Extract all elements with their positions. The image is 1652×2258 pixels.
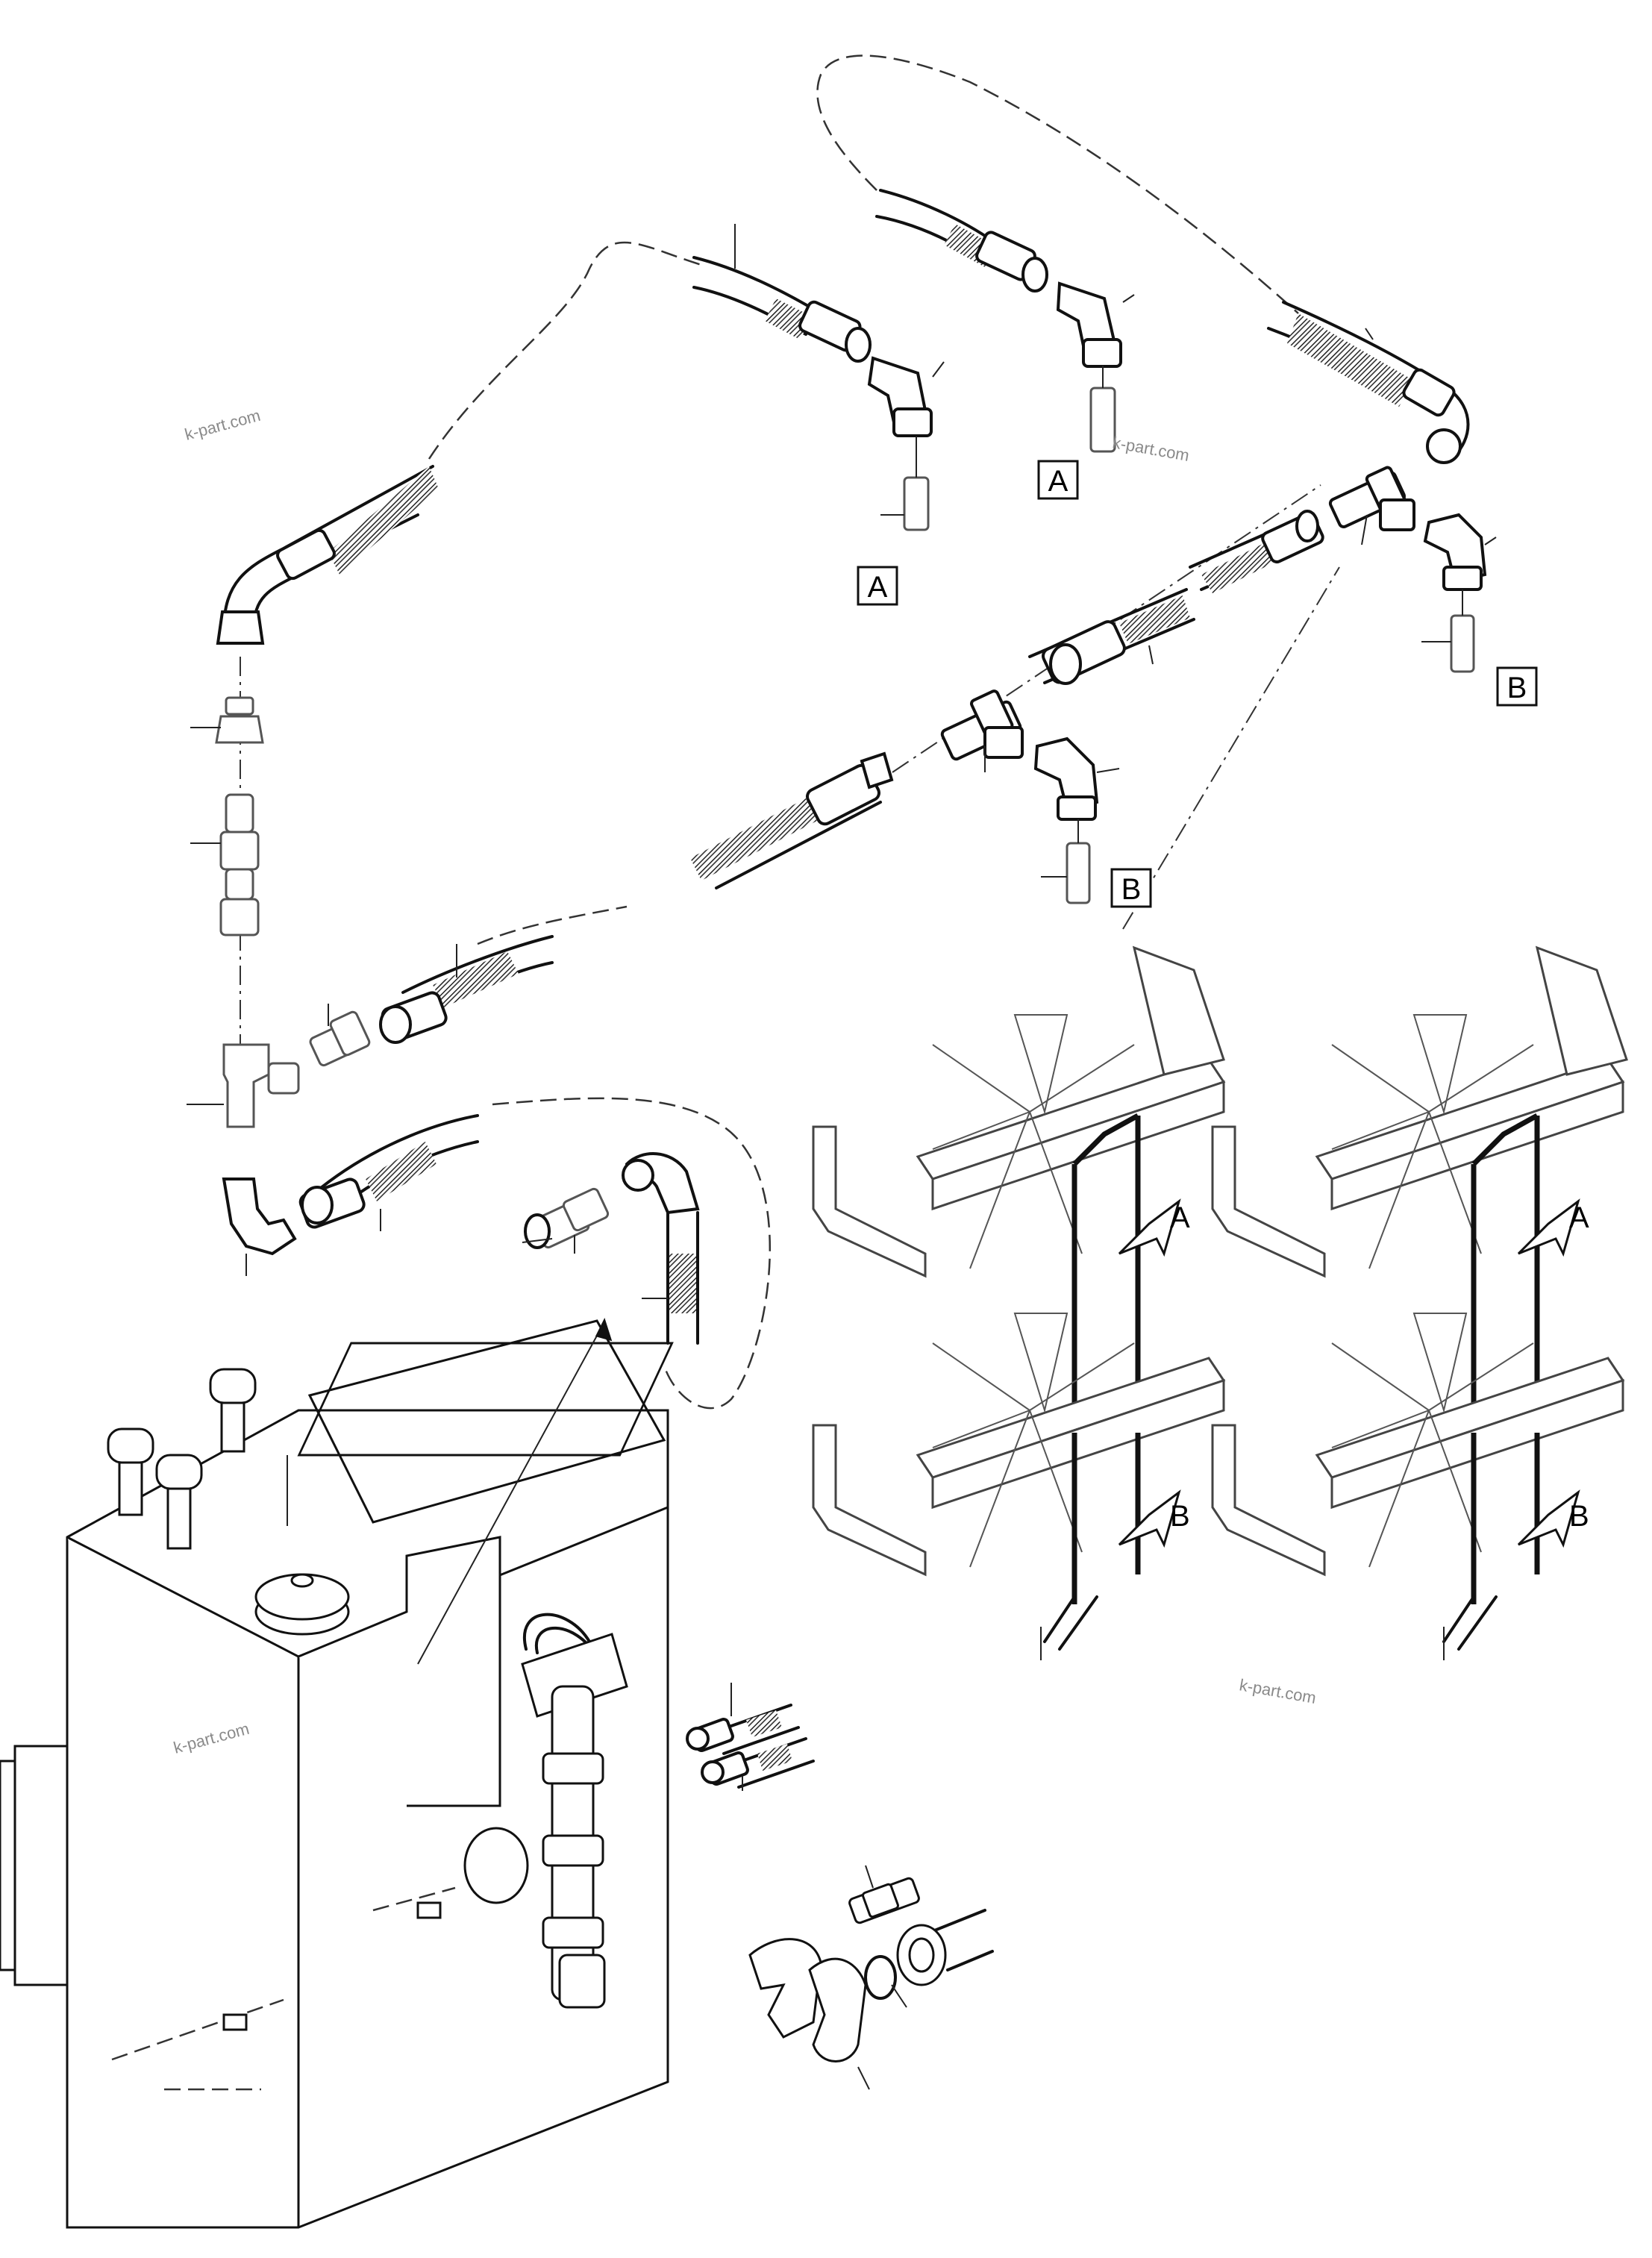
filler-cap-3: [155, 1454, 203, 1550]
rotor-unit-top-right: [1211, 945, 1628, 1433]
hydraulic-tank: [0, 1319, 674, 2229]
callout-a-left: A: [857, 566, 898, 606]
watermark-2: k-part.com: [1111, 433, 1191, 465]
rotor-unit-top-left: [812, 945, 1226, 1433]
hose-upper-left: [216, 465, 439, 645]
watermark-1: k-part.com: [183, 406, 263, 444]
coupling-and-elbow: [522, 1152, 700, 1345]
hose-left-low: [298, 1114, 479, 1231]
tee-fitting-lower: [940, 689, 1120, 904]
hose-upper-right: [875, 189, 1135, 453]
hose-middle: [1028, 588, 1195, 685]
callout-b-right: B: [1496, 666, 1538, 707]
tank-valve-block: [417, 1318, 628, 2009]
hose-middle-right: [1189, 510, 1324, 593]
unit-right-a-label: A: [1569, 1201, 1589, 1234]
rotor-unit-bottom-right: [1211, 1313, 1625, 1660]
hose-far-right: [1267, 301, 1470, 464]
flange-kit: [748, 1865, 994, 2090]
unit-left-b-label: B: [1170, 1500, 1190, 1533]
filler-cap-1: [107, 1427, 154, 1516]
hose-left-mid: [379, 935, 554, 1044]
hose-long-diagonal: [690, 751, 894, 889]
left-fitting-stack: [187, 696, 371, 1276]
unit-right-b-label: B: [1569, 1500, 1589, 1533]
arrow-markers: [1118, 1198, 1580, 1548]
watermark-4: k-part.com: [1238, 1675, 1318, 1707]
filler-cap-2: [209, 1368, 257, 1453]
rotor-unit-bottom-left: [812, 1313, 1226, 1660]
callout-a-right-label: A: [1048, 465, 1069, 498]
callout-b-left-label: B: [1121, 873, 1142, 906]
callout-b-right-label: B: [1507, 672, 1527, 704]
tee-fitting-upper: [1328, 466, 1497, 673]
hose-upper-middle: [692, 224, 945, 531]
callout-a-right: A: [1037, 460, 1079, 500]
callout-a-left-label: A: [868, 571, 888, 604]
unit-left-a-label: A: [1170, 1201, 1190, 1234]
tank-hoses-right: [686, 1683, 815, 1791]
callout-b-left: B: [1110, 868, 1152, 908]
